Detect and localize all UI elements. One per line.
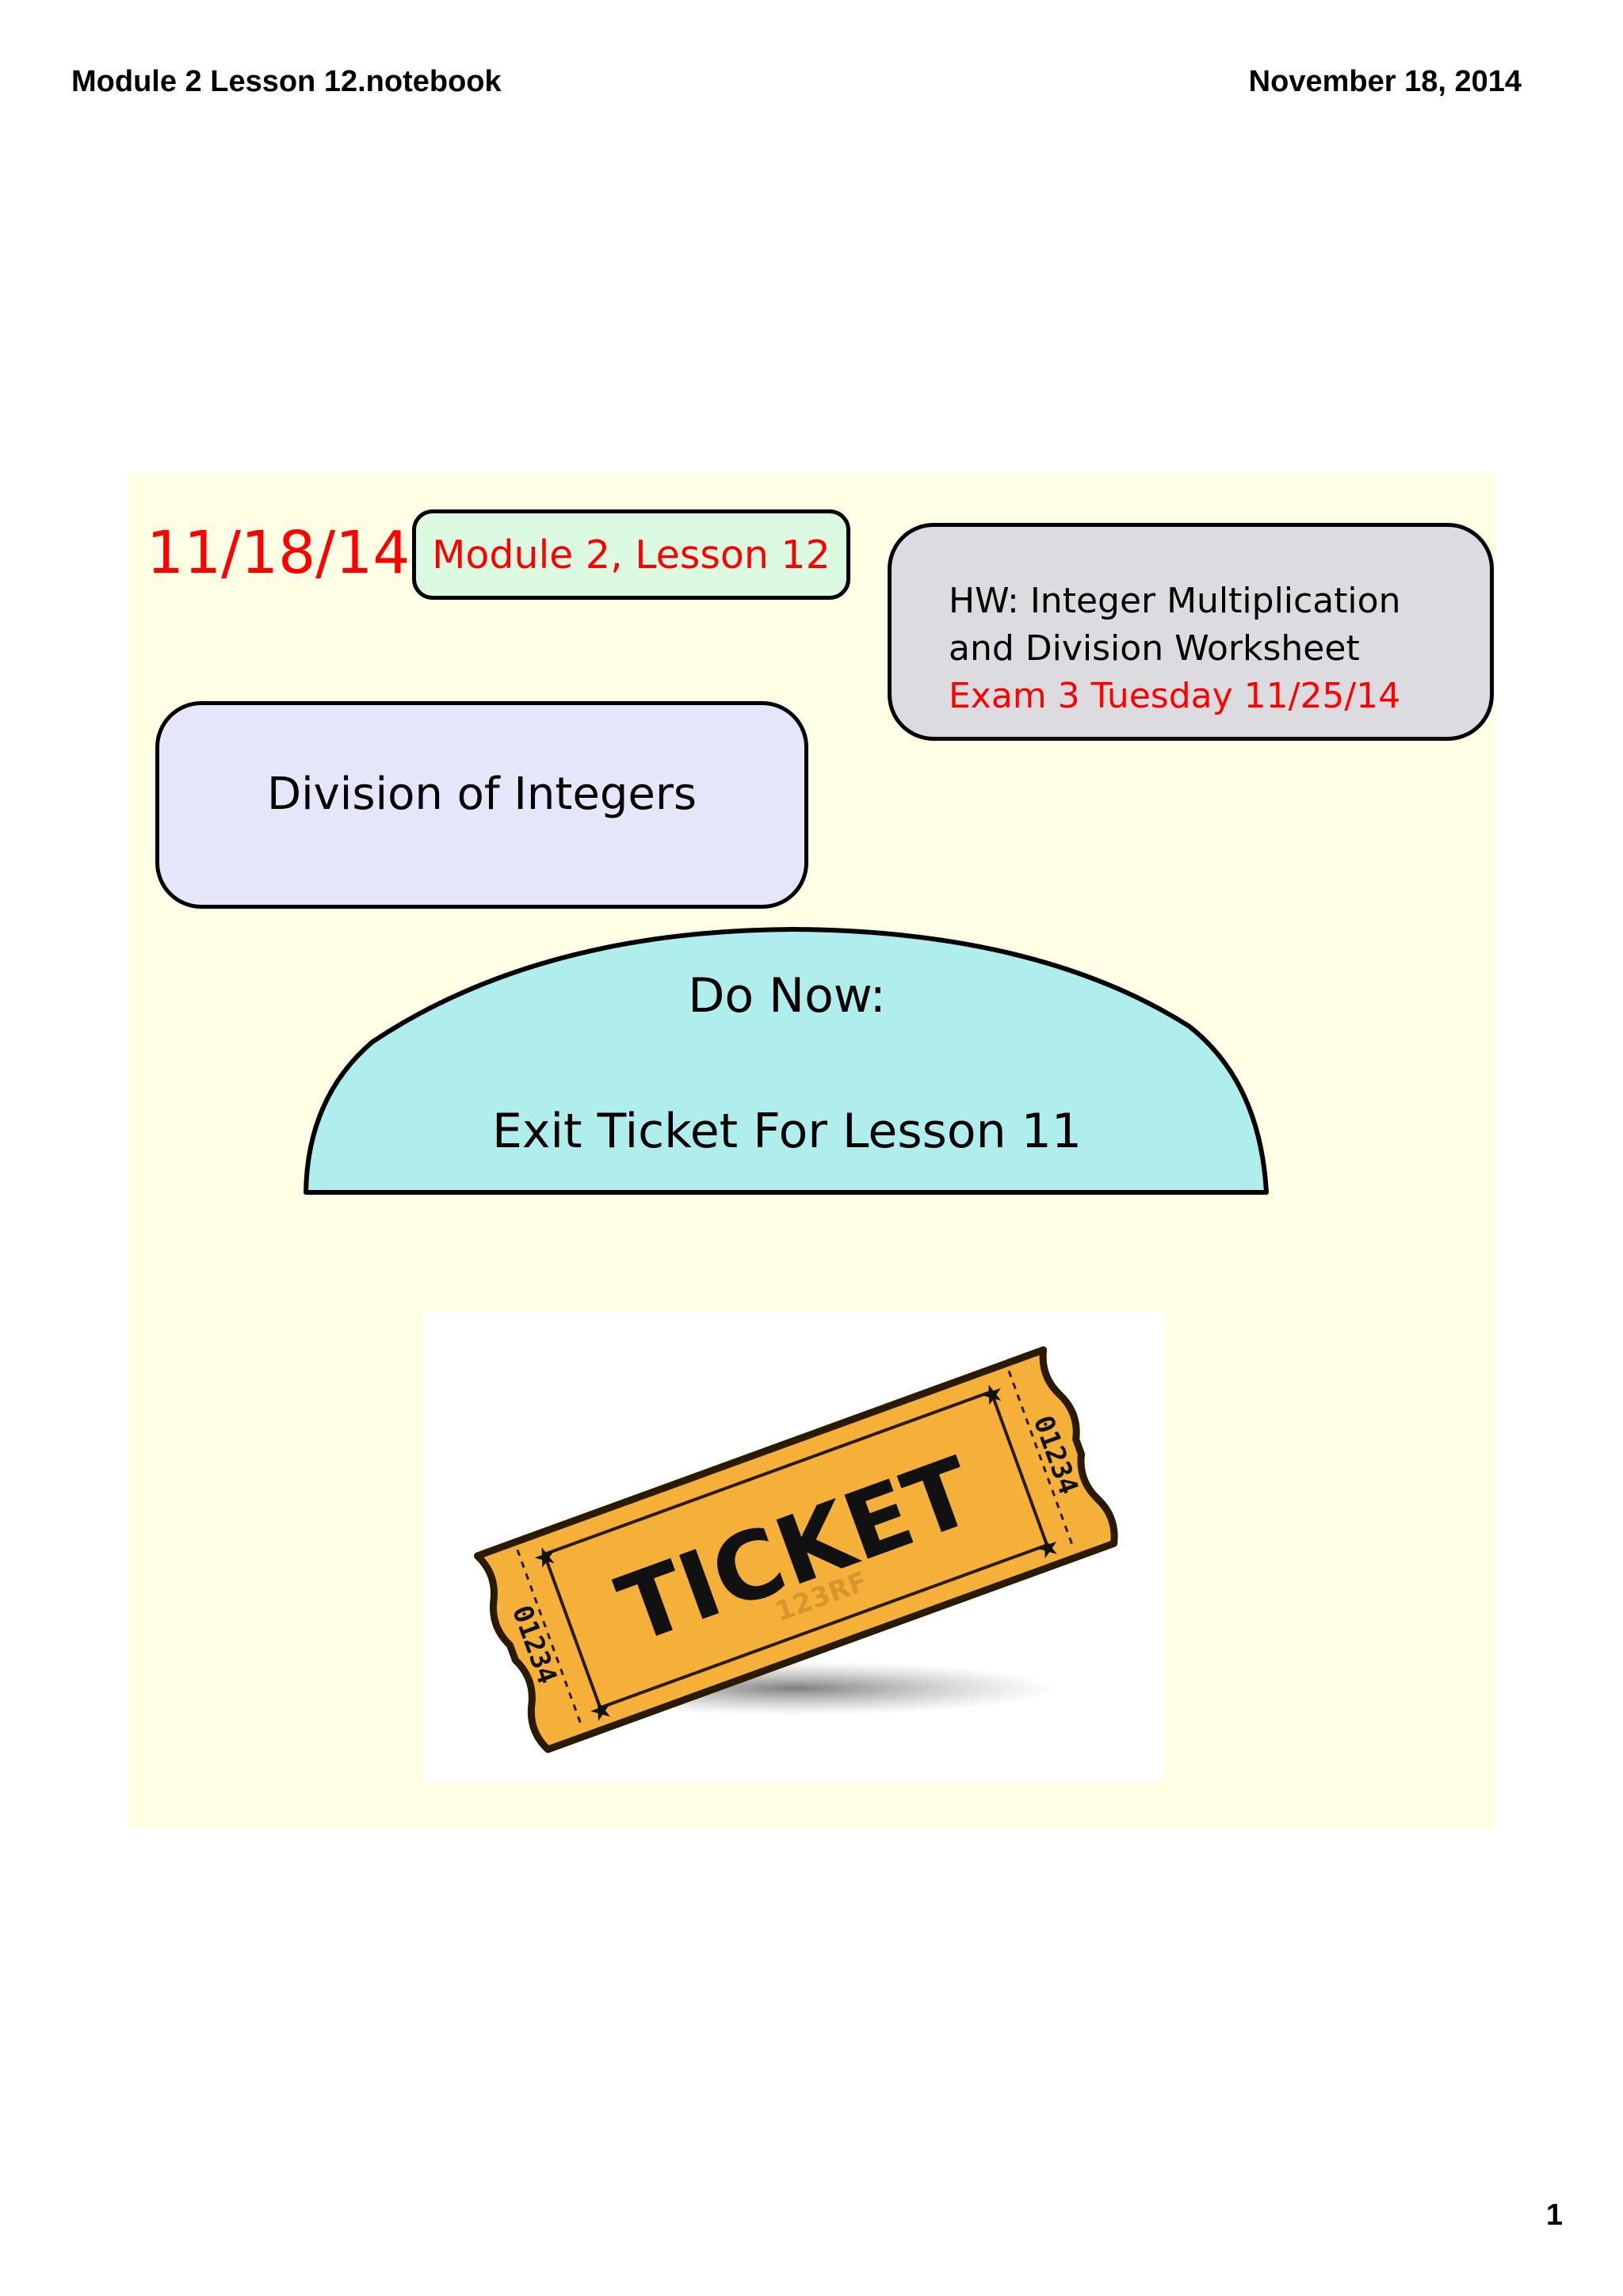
topic-title: Division of Integers xyxy=(266,769,697,820)
exam-notice: Exam 3 Tuesday 11/25/14 xyxy=(949,676,1401,716)
homework-box: HW: Integer Multiplication and Division … xyxy=(888,523,1494,741)
lesson-label-box: Module 2, Lesson 12 xyxy=(412,509,850,600)
homework-line-2: and Division Worksheet xyxy=(949,628,1360,669)
ticket-image: TICKET 123RF 01234 01234 ★ ★ ★ ★ xyxy=(423,1312,1164,1783)
notebook-filename: Module 2 Lesson 12.notebook xyxy=(71,65,502,98)
page-number: 1 xyxy=(1545,2199,1563,2232)
do-now-dome xyxy=(304,927,1269,1195)
homework-line-1: HW: Integer Multiplication xyxy=(949,581,1401,621)
topic-box: Division of Integers xyxy=(155,701,808,909)
do-now-subtitle: Exit Ticket For Lesson 11 xyxy=(491,1104,1083,1159)
header-date: November 18, 2014 xyxy=(1248,65,1522,98)
slide-date: 11/18/14 xyxy=(147,519,411,587)
do-now-title: Do Now: xyxy=(688,968,886,1024)
ticket-icon: TICKET 123RF 01234 01234 ★ ★ ★ ★ xyxy=(473,1346,1118,1753)
lesson-label: Module 2, Lesson 12 xyxy=(432,532,831,578)
